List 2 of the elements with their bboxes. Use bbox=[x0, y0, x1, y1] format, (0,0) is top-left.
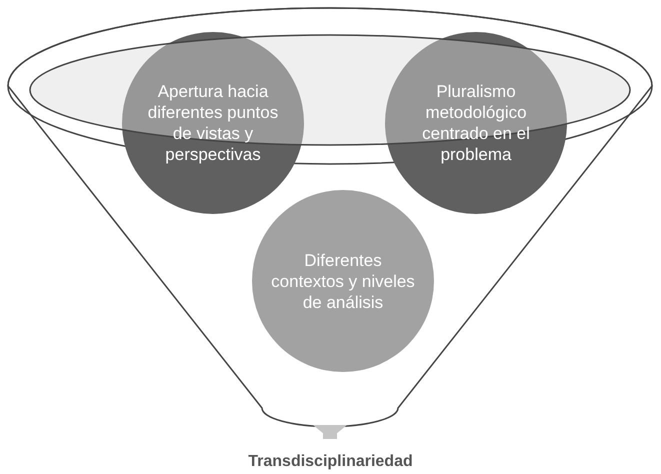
block-arrow bbox=[313, 425, 347, 439]
result-label: Transdisciplinariedad bbox=[248, 453, 413, 471]
